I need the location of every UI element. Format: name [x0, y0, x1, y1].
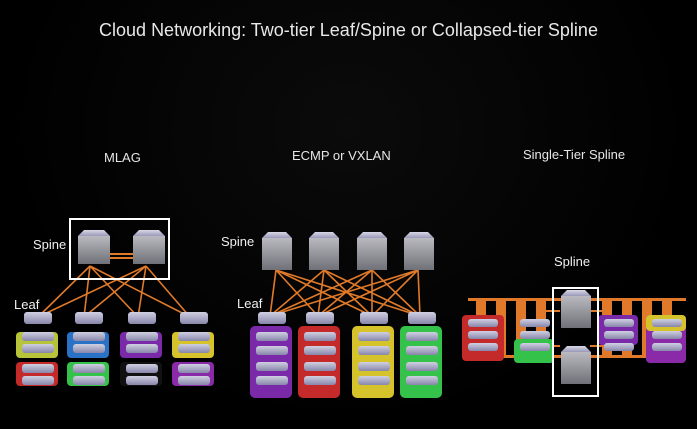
ecmp-leaf-rack	[250, 312, 292, 398]
ecmp-spine-label: Spine	[221, 234, 255, 249]
mlag-heading: MLAG	[104, 150, 141, 165]
mlag-leaf-rack	[16, 312, 58, 386]
mlag-spine-label: Spine	[33, 237, 67, 252]
mlag-spine-box	[69, 218, 170, 280]
ecmp-spine-switch	[404, 232, 434, 270]
mlag-spine-switch	[133, 230, 165, 264]
ecmp-leaf-rack	[400, 312, 442, 398]
spline-server-rack	[646, 315, 686, 363]
ecmp-spine-switch	[309, 232, 339, 270]
spline-box	[552, 287, 599, 397]
spline-server-rack	[598, 315, 638, 351]
spline-label: Spline	[554, 254, 591, 269]
spline-server-rack	[462, 315, 504, 361]
mlag-section	[16, 218, 214, 386]
mlag-leaf-label: Leaf	[14, 297, 40, 312]
spline-heading: Single-Tier Spline	[523, 147, 626, 162]
mlag-spine-switch	[78, 230, 110, 264]
spline-switch	[561, 290, 591, 328]
ecmp-leaf-rack	[298, 312, 340, 398]
ecmp-links	[269, 269, 421, 317]
mlag-links	[37, 253, 191, 318]
mlag-leaf-rack	[120, 312, 162, 386]
ecmp-spine-switch	[357, 232, 387, 270]
page-title: Cloud Networking: Two-tier Leaf/Spine or…	[99, 20, 598, 40]
spline-switch	[561, 346, 591, 384]
ecmp-leaf-label: Leaf	[237, 296, 263, 311]
mlag-leaf-rack	[67, 312, 109, 386]
spline-section	[462, 287, 686, 397]
ecmp-section	[250, 232, 442, 398]
ecmp-spine-switch	[262, 232, 292, 270]
ecmp-heading: ECMP or VXLAN	[292, 148, 391, 163]
mlag-leaf-rack	[172, 312, 214, 386]
spline-server-rack	[514, 319, 554, 363]
ecmp-leaf-rack	[352, 312, 394, 398]
